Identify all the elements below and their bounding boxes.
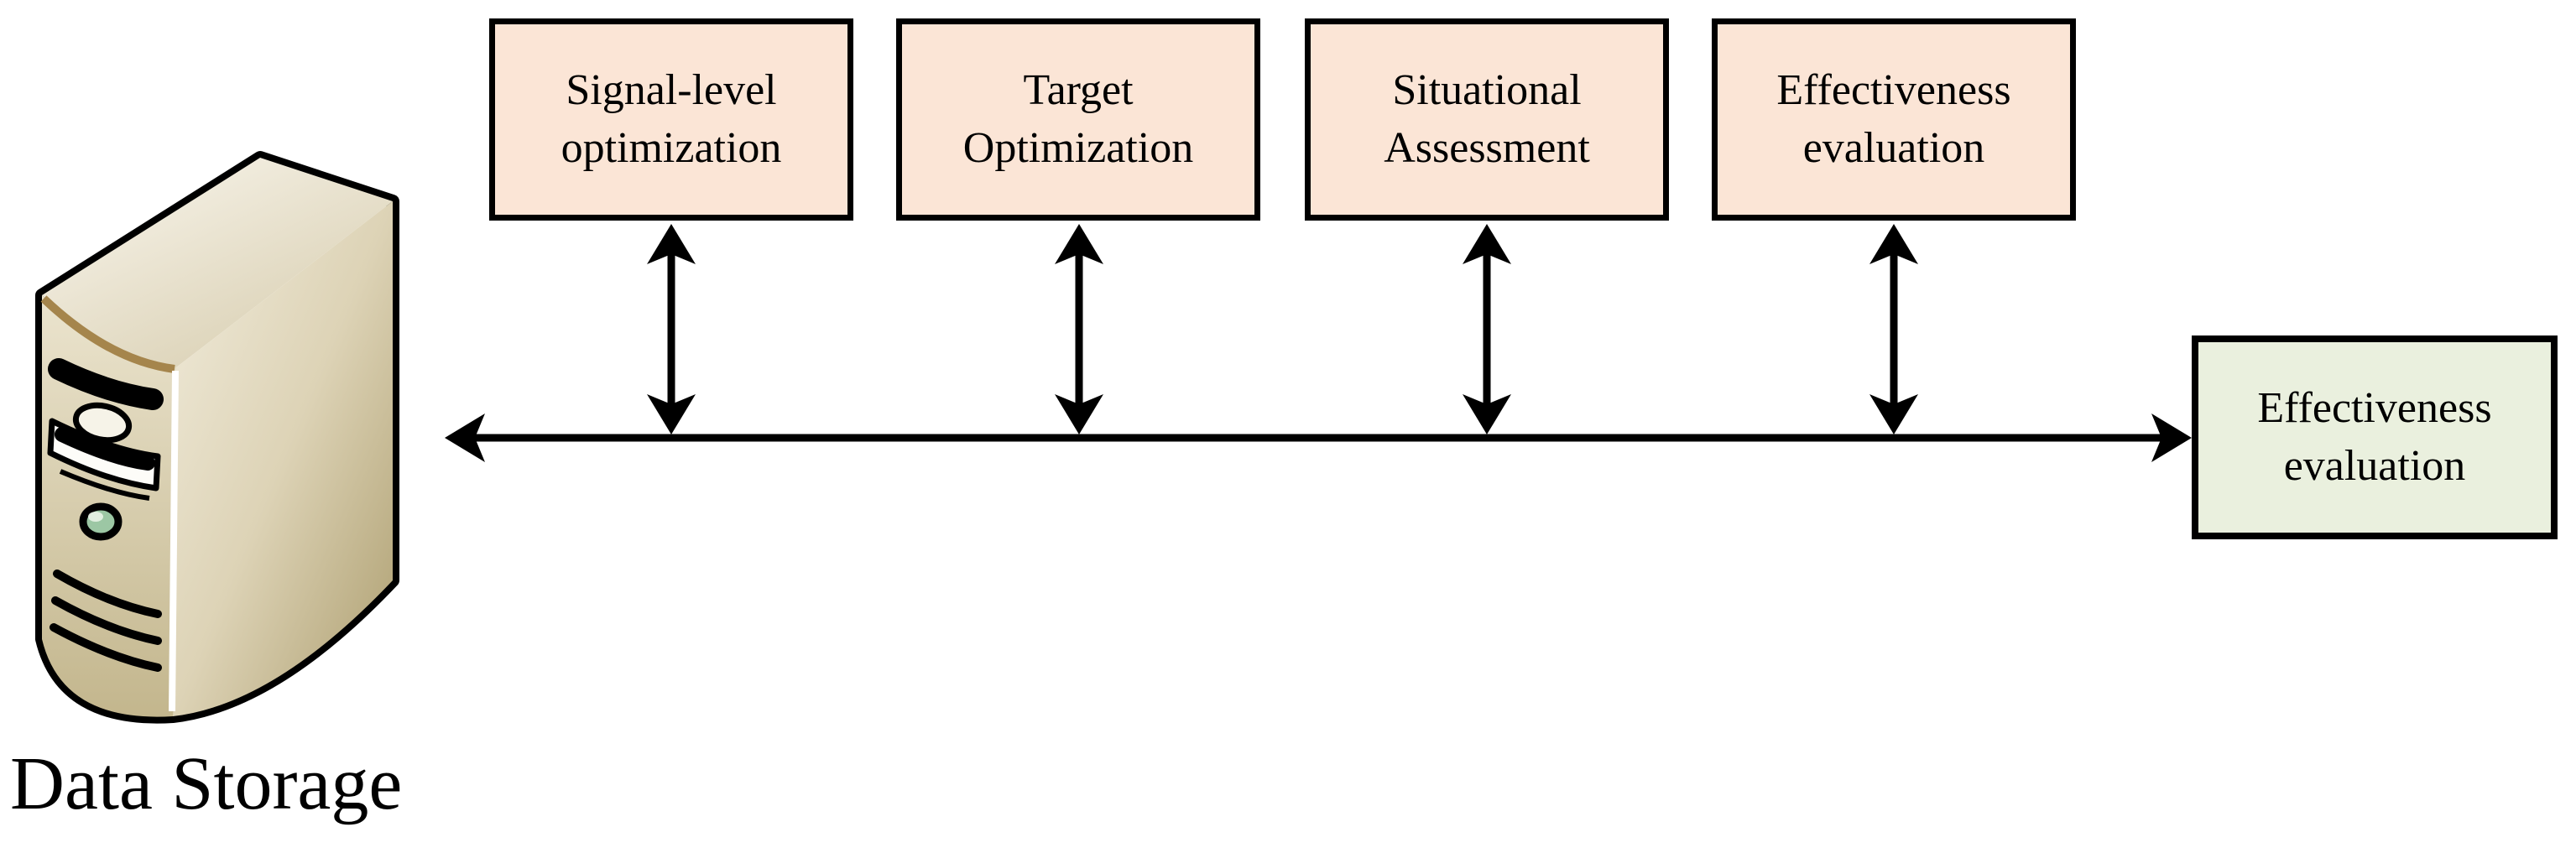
node-effectiveness-evaluation-output: Effectiveness evaluation — [2192, 335, 2558, 539]
vent-line-1 — [53, 570, 162, 618]
cd-slot-thin — [59, 469, 150, 501]
cd-slot — [55, 427, 155, 471]
branch-double-arrow-4 — [1869, 224, 1918, 434]
vent-line-3 — [50, 623, 162, 672]
server-top-face — [42, 158, 393, 367]
node-label: Effectiveness evaluation — [2257, 383, 2492, 490]
node-situational-assessment: Situational Assessment — [1305, 18, 1669, 221]
eject-button — [72, 402, 133, 444]
power-button — [79, 502, 123, 541]
bus-arrowhead-left — [445, 413, 485, 462]
node-label: Signal-level optimization — [561, 65, 782, 172]
server-corner-edge — [169, 370, 179, 712]
server-side-face — [173, 201, 393, 716]
drive-bay-slot — [48, 358, 164, 410]
branch-double-arrow-3 — [1463, 224, 1511, 434]
bus-arrowhead-right — [2151, 413, 2192, 462]
node-effectiveness-evaluation-top: Effectiveness evaluation — [1712, 18, 2076, 221]
power-button-highlight — [88, 512, 103, 522]
data-storage-label: Data Storage — [10, 742, 403, 825]
vent-line-2 — [51, 596, 162, 645]
node-signal-level-optimization: Signal-level optimization — [489, 18, 853, 221]
branch-double-arrow-2 — [1055, 224, 1103, 434]
branch-double-arrow-1 — [647, 224, 696, 434]
server-tower-icon — [35, 151, 399, 724]
node-target-optimization: Target Optimization — [896, 18, 1260, 221]
bus-double-arrow — [445, 413, 2192, 462]
node-label: Effectiveness evaluation — [1776, 65, 2011, 172]
node-label: Situational Assessment — [1384, 65, 1590, 172]
server-top-rim — [40, 295, 175, 373]
node-label: Target Optimization — [962, 65, 1194, 172]
